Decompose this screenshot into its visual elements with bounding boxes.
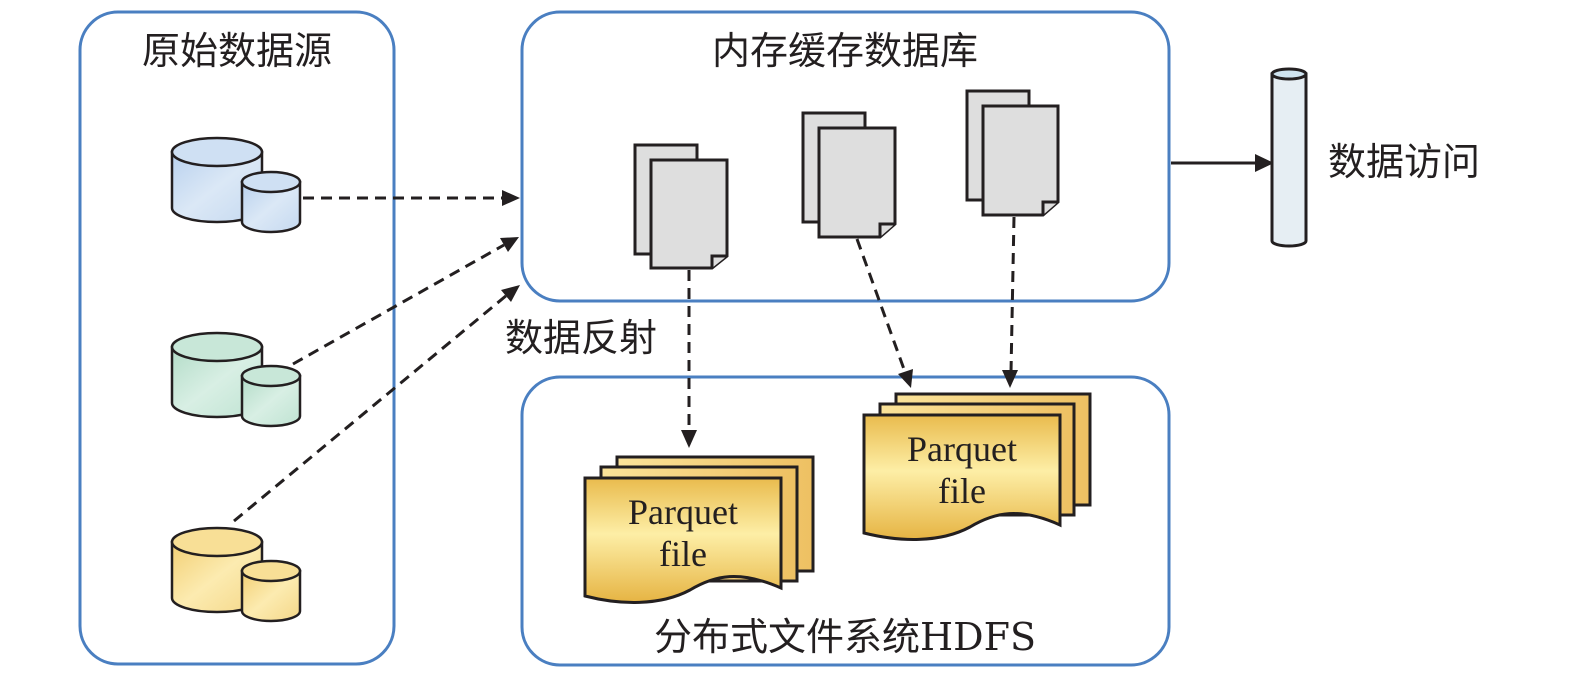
blue-database-icon [170, 136, 302, 234]
parquet-file-icon: Parquet file [862, 392, 1092, 541]
doc3-to-parquet-arrow [1009, 216, 1016, 373]
data-access-cylinder-icon [1270, 67, 1308, 248]
arrowhead-icon [502, 190, 520, 206]
document-stack-icon [633, 143, 729, 270]
data-access-label: 数据访问 [1328, 140, 1480, 184]
persist-arrows [681, 216, 1018, 448]
parquet-file-icon: Parquet file [583, 455, 815, 604]
parquet-file-label: Parquet [628, 492, 738, 532]
hdfs-panel-title: 分布式文件系统HDFS [654, 615, 1036, 659]
yellow-to-memory-arrow [233, 293, 508, 523]
arrowhead-icon [1255, 154, 1274, 172]
green-to-memory-arrow [292, 243, 505, 366]
sources-panel-title: 原始数据源 [142, 29, 332, 73]
access-arrow [1171, 154, 1274, 172]
data-reflection-label: 数据反射 [505, 316, 657, 360]
yellow-database-icon [170, 526, 302, 623]
arrowhead-icon [500, 237, 519, 252]
parquet-file-label: file [938, 471, 986, 511]
arrowhead-icon [898, 369, 913, 388]
doc2-to-parquet-arrow [855, 238, 907, 373]
parquet-file-label: Parquet [907, 429, 1017, 469]
arrowhead-icon [501, 285, 520, 302]
green-database-icon [170, 331, 302, 428]
arrowhead-icon [1002, 370, 1018, 388]
parquet-file-label: file [659, 534, 707, 574]
reflection-arrows [233, 190, 520, 523]
arrowhead-icon [681, 430, 697, 448]
document-stack-icon [965, 89, 1060, 217]
document-stack-icon [801, 111, 897, 239]
memory-db-panel-title: 内存缓存数据库 [712, 29, 978, 73]
